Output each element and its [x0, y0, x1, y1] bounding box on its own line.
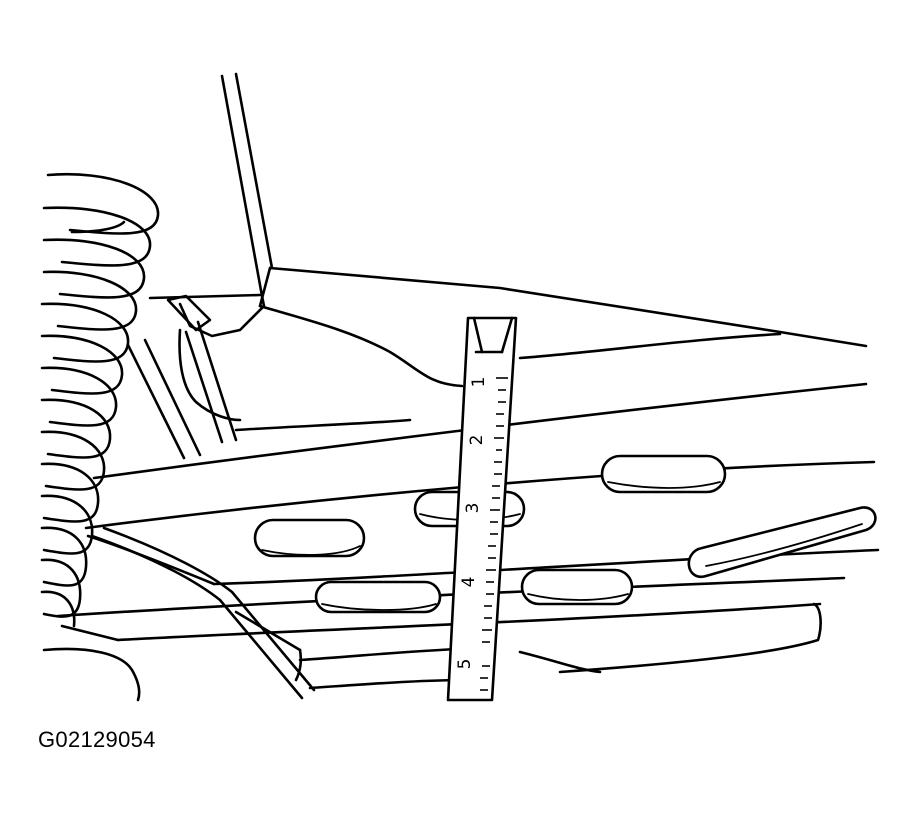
plate-slots: [253, 454, 877, 614]
measuring-bolt: [166, 72, 274, 338]
ruler-mark-3: 3: [463, 503, 483, 514]
frame-arm: [126, 266, 868, 460]
slot-6: [687, 506, 877, 579]
slot-1: [253, 518, 366, 558]
ruler-mark-5: 5: [455, 659, 475, 670]
slot-4: [314, 580, 442, 614]
ruler-mark-2: 2: [467, 435, 487, 446]
coil-spring: [40, 172, 160, 702]
measuring-ruler: 1 2 3 4 5: [446, 316, 518, 702]
figure-id-code: G02129054: [38, 727, 156, 752]
slot-5: [520, 568, 634, 606]
ruler-mark-4: 4: [459, 577, 479, 588]
slot-3: [600, 454, 727, 494]
ruler-mark-1: 1: [469, 377, 489, 388]
ruler-ticks: [480, 377, 508, 691]
lower-link: [90, 526, 316, 700]
